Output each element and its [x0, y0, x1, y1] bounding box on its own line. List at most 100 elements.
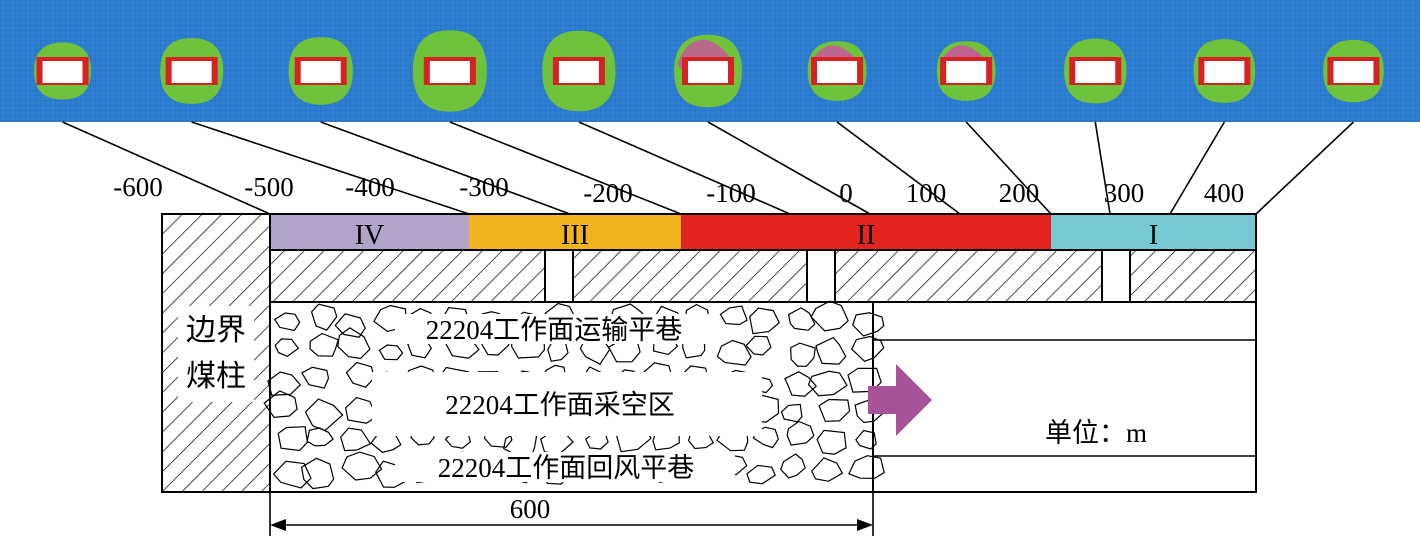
- rock-fragment: [746, 464, 776, 485]
- rock-fragment: [309, 332, 339, 357]
- roadway-lines: [873, 339, 1256, 457]
- zone-label: IV: [355, 220, 385, 251]
- connector-line: [1169, 121, 1226, 215]
- rock-fragment: [267, 371, 302, 396]
- simulation-panel: [387, 0, 517, 122]
- rock-fragment: [274, 338, 300, 357]
- roadway-opening: [42, 61, 83, 83]
- goaf-label: 22204工作面采空区: [445, 390, 675, 420]
- rock-fragment: [306, 427, 334, 447]
- rock-fragment: [745, 335, 772, 356]
- roadway-opening: [817, 61, 858, 83]
- dimension-label: 600: [510, 494, 551, 524]
- position-tick-label: -300: [459, 172, 509, 202]
- rock-fragment: [310, 303, 338, 331]
- boundary-pillar-label-bg: [178, 306, 254, 402]
- simulation-panel: [129, 0, 259, 122]
- position-tick-label: -500: [244, 172, 294, 202]
- position-tick-label: -400: [345, 172, 395, 202]
- simulation-panel: [903, 0, 1034, 122]
- rock-fragment: [848, 455, 885, 480]
- roadway-opening: [429, 61, 470, 83]
- zone-label: I: [1149, 220, 1158, 251]
- rock-fragment: [273, 312, 301, 332]
- goaf-area: [263, 300, 885, 493]
- rock-fragment: [787, 307, 816, 331]
- rock-fragment: [300, 457, 335, 490]
- simulation-panel: [516, 0, 646, 122]
- dimension-line: [269, 492, 874, 536]
- roadway-opening: [1333, 61, 1374, 83]
- rock-fragment: [719, 305, 748, 326]
- connector-line: [707, 121, 871, 215]
- rock-fragment: [810, 300, 849, 332]
- simulation-panel: [0, 0, 130, 122]
- rock-fragment: [855, 429, 877, 450]
- simulation-panel: [1032, 0, 1163, 122]
- position-tick-label: 300: [1104, 178, 1145, 208]
- rock-fragment: [816, 429, 847, 455]
- roadway-opening: [171, 61, 212, 83]
- rock-fragment: [341, 451, 383, 481]
- rock-fragment: [749, 307, 780, 335]
- simulation-panel: [258, 0, 388, 122]
- rock-fragment: [277, 426, 309, 452]
- rock-fragment: [340, 427, 372, 452]
- rock-fragment: [810, 457, 844, 482]
- position-tick-label: 0: [839, 178, 853, 208]
- simulation-panel: [1161, 0, 1292, 122]
- position-tick-label: -600: [113, 172, 163, 202]
- simulation-panels-strip: [0, 0, 1420, 122]
- rock-fragment: [345, 361, 376, 388]
- rock-fragment: [337, 327, 371, 360]
- rock-fragment: [263, 390, 298, 419]
- rock-fragment: [815, 336, 847, 365]
- connector-line: [62, 121, 271, 215]
- connector-line: [965, 121, 1052, 215]
- transport-roadway-label: 22204工作面运输平巷: [426, 315, 683, 345]
- connector-line: [1255, 121, 1355, 215]
- position-tick-label: 200: [999, 178, 1040, 208]
- rock-fragment: [784, 371, 818, 397]
- rock-fragment: [780, 453, 806, 479]
- rock-fragment: [272, 460, 312, 489]
- coal-pillar-band: [269, 249, 1257, 303]
- rock-fragment: [818, 398, 851, 422]
- simulation-panel: [774, 0, 905, 122]
- zone-label: III: [561, 220, 589, 251]
- rock-fragment: [786, 420, 815, 446]
- roadway-opening: [1075, 61, 1116, 83]
- roadway-opening: [558, 61, 599, 83]
- position-tick-label: -200: [583, 178, 633, 208]
- rock-fragment: [716, 339, 752, 366]
- return-roadway-label: 22204工作面回风平巷: [438, 453, 695, 483]
- connector-line: [836, 121, 961, 215]
- zone-segment: [469, 214, 681, 250]
- rock-fragment: [790, 342, 816, 367]
- advance-direction-arrow: [868, 364, 932, 436]
- roadway-opening: [1204, 61, 1245, 83]
- boundary-pillar-label-line2: 煤柱: [186, 360, 246, 393]
- rock-fragment: [301, 366, 330, 389]
- connector-line: [449, 121, 682, 215]
- roadway-opening: [300, 61, 341, 83]
- zone-label: II: [857, 220, 876, 251]
- rock-fragment: [807, 370, 848, 397]
- rock-fragment: [344, 396, 378, 424]
- simulation-panel: [645, 0, 776, 122]
- connector-line: [1094, 121, 1111, 215]
- simulation-panel: [1290, 0, 1420, 122]
- rock-fragment: [852, 312, 885, 337]
- connector-line: [191, 121, 470, 215]
- zone-segment: [681, 214, 1051, 250]
- connector-lines: [62, 121, 1355, 215]
- connector-line: [578, 121, 791, 215]
- roadway-opening: [688, 61, 728, 83]
- position-tick-label: -100: [706, 178, 756, 208]
- position-tick-label: 100: [906, 178, 947, 208]
- zone-segment: [1051, 214, 1256, 250]
- connector-line: [320, 121, 571, 215]
